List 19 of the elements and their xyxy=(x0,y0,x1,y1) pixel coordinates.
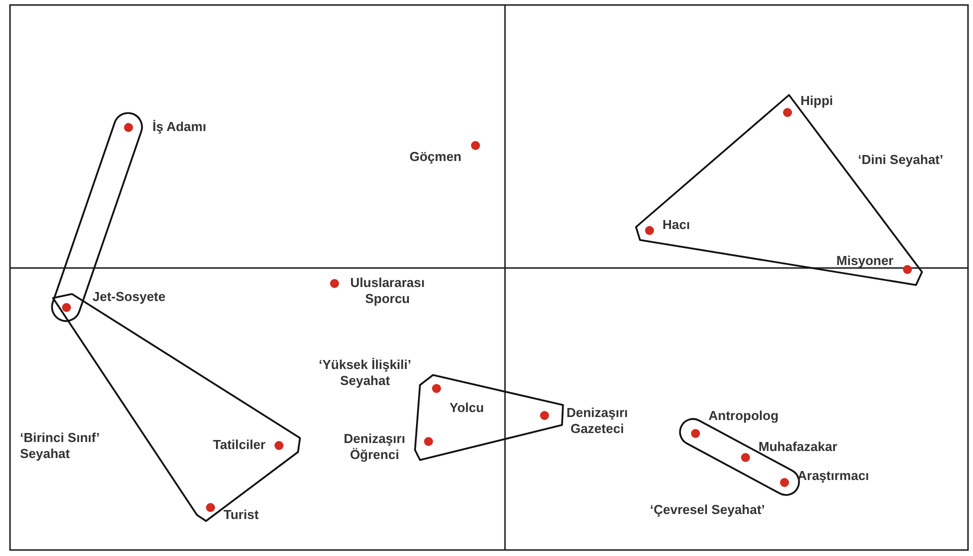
point-label: Göçmen xyxy=(409,149,462,165)
point-label: Jet-Sosyete xyxy=(92,289,166,305)
point-label: Muhafazakar xyxy=(758,439,838,455)
point-label: Misyoner xyxy=(836,253,894,269)
point-label: Uluslararası Sporcu xyxy=(349,275,426,307)
group-label: ‘Dini Seyahat’ xyxy=(858,152,944,168)
point-label: Hacı xyxy=(662,217,690,233)
point-label: Denizaşırı Gazeteci xyxy=(566,405,628,437)
group-label: ‘Yüksek İlişkili’ Seyahat xyxy=(318,357,412,389)
point-label: Turist xyxy=(224,507,259,523)
point-label: İş Adamı xyxy=(152,119,206,135)
point-label: Yolcu xyxy=(450,400,484,416)
point-label: Araştırmacı xyxy=(798,468,870,484)
point-label: Hippi xyxy=(800,93,833,109)
group-label: ‘Çevresel Seyahat’ xyxy=(650,502,765,518)
group-label: ‘Birinci Sınıf’ Seyahat xyxy=(20,430,100,462)
point-label: Tatilciler xyxy=(212,437,266,453)
point-label: Denizaşırı Öğrenci xyxy=(342,431,406,463)
point-label: Antropolog xyxy=(708,408,779,424)
